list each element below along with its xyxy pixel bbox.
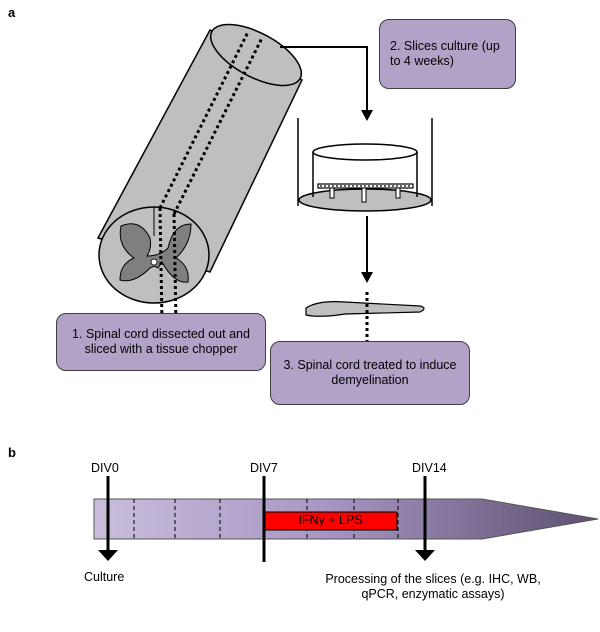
panel-b-label: b: [8, 445, 16, 460]
flow-arrow-to-treatment: [361, 216, 373, 283]
spinal-cord-illustration: [96, 23, 303, 323]
treated-slice-illustration: [305, 292, 425, 342]
processing-label: Processing of the slices (e.g. IHC, WB, …: [325, 572, 541, 601]
slice-line-right: [172, 37, 264, 215]
step-2-box: 2. Slices culture (up to 4 weeks): [379, 19, 516, 89]
flow-arrow-to-culture: [280, 46, 373, 121]
slice-line-left: [158, 31, 250, 209]
culture-label: Culture: [84, 570, 125, 584]
timepoint-div7: DIV7: [250, 461, 278, 475]
treatment-label: IFNγ + LPS: [298, 513, 363, 527]
step-3-box: 3. Spinal cord treated to induce demyeli…: [270, 341, 470, 405]
step-1-box: 1. Spinal cord dissected out and sliced …: [56, 313, 266, 371]
step-2-text: 2. Slices culture (up to 4 weeks): [390, 39, 500, 68]
culture-well-illustration: [297, 118, 433, 212]
panel-a-label: a: [8, 5, 16, 20]
timepoint-div0: DIV0: [91, 461, 119, 475]
step-1-text: 1. Spinal cord dissected out and sliced …: [72, 327, 250, 356]
timeline: [93, 476, 599, 562]
timepoint-div14: DIV14: [412, 461, 447, 475]
step-3-text: 3. Spinal cord treated to induce demyeli…: [283, 358, 457, 387]
